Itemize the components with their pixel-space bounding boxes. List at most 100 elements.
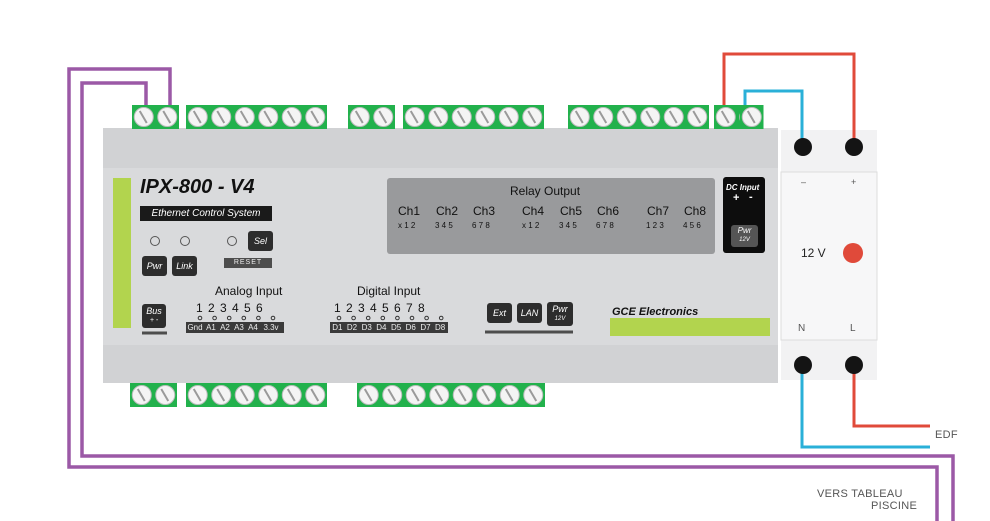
relay-ch5-pins: 3 4 5 xyxy=(559,221,577,230)
pwr-12v-button[interactable]: Pwr 12V xyxy=(547,302,573,326)
relay-ch8: Ch8 xyxy=(684,204,707,218)
relay-ch2-pins: 3 4 5 xyxy=(435,221,453,230)
digital-label-d5: D5 xyxy=(390,323,402,332)
digital-label-d6: D6 xyxy=(405,323,416,332)
terminal-screw-slot xyxy=(263,110,273,124)
reset-label: RESET xyxy=(224,258,272,268)
terminal-screw-slot xyxy=(645,110,655,124)
terminal-screw-slot xyxy=(138,110,148,124)
terminal-screw-slot xyxy=(433,110,443,124)
terminal-screw-slot xyxy=(668,110,678,124)
pwr-button[interactable]: Pwr xyxy=(142,256,167,276)
terminal-block xyxy=(403,105,544,129)
relay-ch4: Ch4 xyxy=(522,204,545,218)
terminal-screw-slot xyxy=(574,110,584,124)
dc-pwr-sub: 12V xyxy=(739,237,750,243)
relay-ch1-pins: x 1 2 xyxy=(398,221,416,230)
dc-input-label: DC Input xyxy=(726,183,760,192)
dc-pwr-label: Pwr xyxy=(737,226,752,235)
terminal-screw-slot xyxy=(216,110,226,124)
wire-blue-edf xyxy=(800,372,930,449)
module-subtitle: Ethernet Control System xyxy=(140,206,272,221)
digital-label-d8: D8 xyxy=(435,323,446,332)
digital-label-d2: D2 xyxy=(346,323,358,332)
terminal-screw-slot xyxy=(456,110,466,124)
pwr-12v-label: Pwr xyxy=(552,304,568,314)
wire-blue-top xyxy=(743,89,804,140)
wire-red-edf xyxy=(852,372,930,428)
brand-bar xyxy=(610,318,770,336)
input-pin-dot xyxy=(395,315,400,321)
power-supply-terminal[interactable] xyxy=(845,138,863,156)
terminal-screw-slot xyxy=(136,388,146,402)
digital-numbers: 1 2 3 4 5 6 7 8 xyxy=(334,301,425,315)
relay-ch6-pins: 6 7 8 xyxy=(596,221,614,230)
link-button[interactable]: Link xyxy=(172,256,197,276)
wire-purple-outer xyxy=(67,67,939,521)
dc-pwr-button[interactable]: Pwr 12V xyxy=(731,225,758,247)
ext-button[interactable]: Ext xyxy=(487,303,512,323)
input-pin-dot xyxy=(270,315,276,321)
terminal-screw-slot xyxy=(480,110,490,124)
ps-out-minus: – xyxy=(801,177,807,187)
terminal-block xyxy=(568,105,709,129)
relay-ch7: Ch7 xyxy=(647,204,670,218)
analog-label-a2: A2 xyxy=(220,323,230,332)
power-supply-terminal[interactable] xyxy=(794,138,812,156)
digital-label-d1: D1 xyxy=(332,323,343,332)
module-top-band xyxy=(103,128,778,168)
input-pin-dot xyxy=(336,315,342,321)
input-pin-dot xyxy=(438,315,444,321)
lan-button[interactable]: LAN xyxy=(517,303,542,323)
dc-plus: + xyxy=(733,192,740,204)
module-title: IPX-800 - V4 xyxy=(140,176,255,198)
bus-button[interactable]: Bus + - xyxy=(142,304,166,328)
terminal-screw-slot xyxy=(621,110,631,124)
power-led-red xyxy=(843,243,863,263)
relay-ch2: Ch2 xyxy=(436,204,459,218)
power-supply-panel xyxy=(780,171,878,341)
terminal-screw-slot xyxy=(481,388,491,402)
terminal-screw-slot xyxy=(310,388,320,402)
terminal-screw-slot xyxy=(410,388,420,402)
analog-label-a1: A1 xyxy=(206,323,216,332)
terminal-screw-slot xyxy=(310,110,320,124)
relay-ch8-pins: 4 5 6 xyxy=(683,221,701,230)
terminal-screw-slot xyxy=(409,110,419,124)
terminal-screw-slot xyxy=(378,110,388,124)
terminal-screw-slot xyxy=(457,388,467,402)
brand-label: GCE Electronics xyxy=(612,306,699,318)
input-pin-dot xyxy=(380,315,386,321)
relay-output-panel xyxy=(387,178,715,254)
terminal-screw-slot xyxy=(692,110,702,124)
status-led xyxy=(227,236,237,246)
digital-title: Digital Input xyxy=(357,284,421,298)
terminal-screw-slot xyxy=(746,110,756,124)
power-supply-terminal[interactable] xyxy=(845,356,863,374)
terminal-block xyxy=(186,105,327,129)
input-pin-dot xyxy=(256,315,261,321)
analog-label-a3: A3 xyxy=(234,323,244,332)
terminal-screw-slot xyxy=(434,388,444,402)
terminal-block xyxy=(186,383,327,407)
dest-label-line2: PISCINE xyxy=(871,500,918,512)
terminal-screw-slot xyxy=(387,388,397,402)
terminal-screw-slot xyxy=(504,388,514,402)
input-pin-dot xyxy=(424,315,429,321)
ps-in-l: L xyxy=(850,323,856,334)
ps-out-plus: + xyxy=(851,177,857,187)
terminal-screw-slot xyxy=(354,110,364,124)
input-pin-dot xyxy=(241,315,247,321)
ps-in-n: N xyxy=(798,323,806,334)
sel-button[interactable]: Sel xyxy=(248,231,273,251)
terminal-blocks xyxy=(130,105,764,407)
power-supply-terminal[interactable] xyxy=(794,356,812,374)
terminal-screw-slot xyxy=(192,388,202,402)
analog-label-3v3: 3.3v xyxy=(263,323,279,332)
terminal-screw-slot xyxy=(527,110,537,124)
module-body xyxy=(103,128,778,383)
power-supply-terminals xyxy=(794,138,863,374)
input-pin-dots xyxy=(197,315,444,321)
